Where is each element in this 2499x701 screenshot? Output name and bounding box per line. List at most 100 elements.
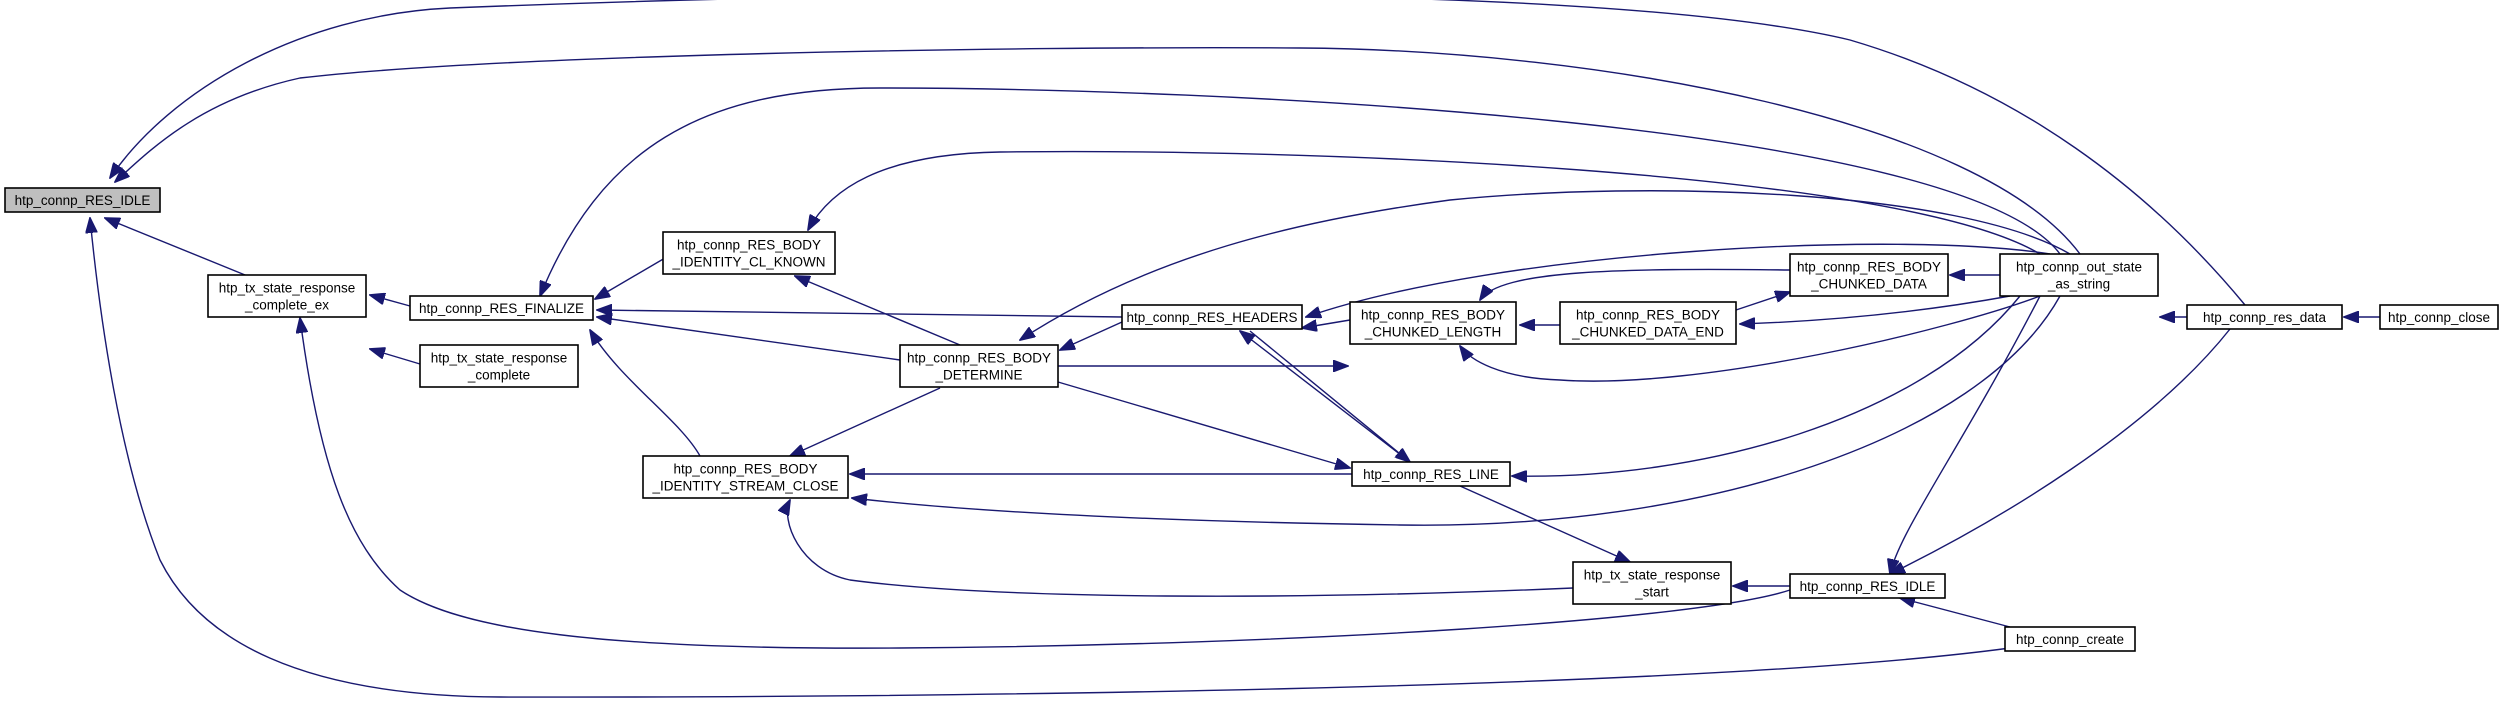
edge-out_state-to-res_line — [1512, 295, 2021, 476]
node-root[interactable]: htp_connp_RES_IDLE — [4, 187, 161, 213]
node-label: htp_tx_state_response — [431, 351, 568, 366]
node-label: _start — [1634, 585, 1669, 600]
edge-out_state-to-determine — [1020, 190, 2071, 340]
node-res-line[interactable]: htp_connp_RES_LINE — [1351, 461, 1511, 487]
edge-chunked_end-to-chunked_data — [1735, 292, 1790, 311]
node-out-state[interactable]: htp_connp_out_state _as_string — [1999, 253, 2159, 297]
node-label: htp_connp_RES_LINE — [1363, 467, 1499, 482]
edge-complete-to-complete_ex — [370, 349, 421, 365]
node-box — [419, 344, 579, 388]
edge-headers-to-determine — [1060, 321, 1123, 350]
edge-chunked_len-to-headers — [1302, 319, 1351, 328]
node-box — [1351, 461, 1511, 487]
node-label: htp_connp_RES_IDLE — [15, 193, 151, 208]
edge-out_state-to-res_idle2 — [1890, 295, 2041, 574]
edge-headers-to-finalize — [597, 310, 1123, 318]
edge-cl_known-to-finalize — [595, 257, 666, 299]
edge-determine-to-stream_close — [790, 387, 941, 456]
node-box — [1999, 253, 2159, 297]
edge-headers-to-res_line — [1249, 330, 1410, 462]
edge-res_data-to-root — [110, 0, 2246, 306]
edge-complete_ex-to-root — [105, 218, 251, 278]
node-box — [2186, 304, 2343, 330]
node-label: htp_connp_RES_BODY — [1797, 260, 1941, 275]
node-box — [409, 295, 594, 321]
node-label: _as_string — [2047, 277, 2110, 292]
edge-conn_create-to-res_idle2 — [1900, 598, 2011, 628]
node-label: htp_tx_state_response — [219, 281, 356, 296]
node-label: htp_connp_RES_HEADERS — [1126, 310, 1297, 325]
node-res-data[interactable]: htp_connp_res_data — [2186, 304, 2343, 330]
edge-out_state-to-finalize — [540, 87, 2061, 296]
nodes: htp_connp_RES_IDLE htp_tx_state_response _… — [4, 187, 2499, 652]
edge-chunked_data-to-chunked_len — [1480, 268, 1791, 300]
node-box — [2379, 304, 2499, 330]
node-label: _IDENTITY_STREAM_CLOSE — [651, 479, 838, 494]
node-label: htp_connp_create — [2016, 632, 2124, 647]
node-finalize[interactable]: htp_connp_RES_FINALIZE — [409, 295, 594, 321]
node-label: htp_connp_RES_BODY — [673, 462, 817, 477]
edge-res_line-to-headers — [1240, 331, 1411, 463]
edge-tx_start-to-stream_close — [788, 500, 1574, 597]
node-chunked-len[interactable]: htp_connp_RES_BODY _CHUNKED_LENGTH — [1349, 301, 1517, 345]
node-chunked-data[interactable]: htp_connp_RES_BODY _CHUNKED_DATA — [1789, 253, 1949, 297]
node-stream-close[interactable]: htp_connp_RES_BODY _IDENTITY_STREAM_CLOSE — [642, 455, 849, 499]
edge-out_state-to-stream_close — [852, 295, 2061, 526]
node-box — [4, 187, 161, 213]
edge-out_state-to-chunked_end — [1740, 295, 2011, 324]
edge-determine-to-cl_known — [795, 276, 961, 346]
node-tx-start[interactable]: htp_tx_state_response _start — [1572, 561, 1732, 605]
node-label: htp_connp_RES_IDLE — [1800, 579, 1936, 594]
node-headers[interactable]: htp_connp_RES_HEADERS — [1121, 304, 1303, 330]
node-box — [1121, 304, 1303, 330]
edge-determine-to-res_line — [1057, 381, 1350, 468]
edge-conn_create-to-root — [90, 218, 2011, 698]
node-res-idle2[interactable]: htp_connp_RES_IDLE — [1789, 573, 1946, 599]
node-box — [899, 344, 1059, 388]
edges — [90, 0, 2380, 698]
node-label: htp_connp_out_state — [2016, 260, 2142, 275]
node-complete[interactable]: htp_tx_state_response _complete — [419, 344, 579, 388]
node-box — [1789, 573, 1946, 599]
edge-determine-to-finalize — [597, 317, 901, 361]
node-label: htp_connp_close — [2388, 310, 2490, 325]
edge-res_data-to-res_idle2 — [1890, 328, 2231, 574]
node-chunked-end[interactable]: htp_connp_RES_BODY _CHUNKED_DATA_END — [1559, 301, 1737, 345]
node-box — [207, 274, 367, 318]
edge-out_state-to-headers — [1306, 243, 2051, 317]
edge-finalize-to-complete_ex — [370, 295, 411, 307]
node-label: htp_connp_res_data — [2203, 310, 2327, 325]
node-box — [1559, 301, 1737, 345]
node-label: htp_connp_RES_BODY — [907, 351, 1051, 366]
edge-res_line-to-tx_start — [1459, 485, 1630, 562]
node-box — [642, 455, 849, 499]
node-label: htp_connp_RES_FINALIZE — [419, 301, 584, 316]
node-label: htp_connp_RES_BODY — [1361, 308, 1505, 323]
node-label: _IDENTITY_CL_KNOWN — [671, 255, 825, 270]
edge-out_state-to-root — [115, 47, 2081, 255]
node-box — [662, 231, 836, 275]
node-complete-ex[interactable]: htp_tx_state_response _complete_ex — [207, 274, 367, 318]
node-box — [1572, 561, 1732, 605]
node-label: htp_tx_state_response — [1584, 568, 1721, 583]
edge-res_idle2-to-complete_ex — [300, 318, 1791, 649]
node-label: _CHUNKED_LENGTH — [1364, 325, 1502, 340]
node-label: _complete — [467, 368, 530, 383]
node-box — [1349, 301, 1517, 345]
node-conn-create[interactable]: htp_connp_create — [2004, 626, 2136, 652]
node-box — [1789, 253, 1949, 297]
edge-stream_close-to-finalize — [590, 330, 701, 457]
node-label: _CHUNKED_DATA — [1810, 277, 1927, 292]
edge-out_state-to-cl_known — [808, 150, 2041, 255]
node-label: htp_connp_RES_BODY — [1576, 308, 1720, 323]
node-label: htp_connp_RES_BODY — [677, 238, 821, 253]
node-box — [2004, 626, 2136, 652]
node-label: _complete_ex — [244, 298, 329, 313]
node-label: _CHUNKED_DATA_END — [1571, 325, 1724, 340]
node-label: _DETERMINE — [934, 368, 1022, 383]
node-conn-close[interactable]: htp_connp_close — [2379, 304, 2499, 330]
edge-out_state-to-chunked_len — [1460, 295, 2041, 382]
node-determine[interactable]: htp_connp_RES_BODY _DETERMINE — [899, 344, 1059, 388]
node-cl-known[interactable]: htp_connp_RES_BODY _IDENTITY_CL_KNOWN — [662, 231, 836, 275]
